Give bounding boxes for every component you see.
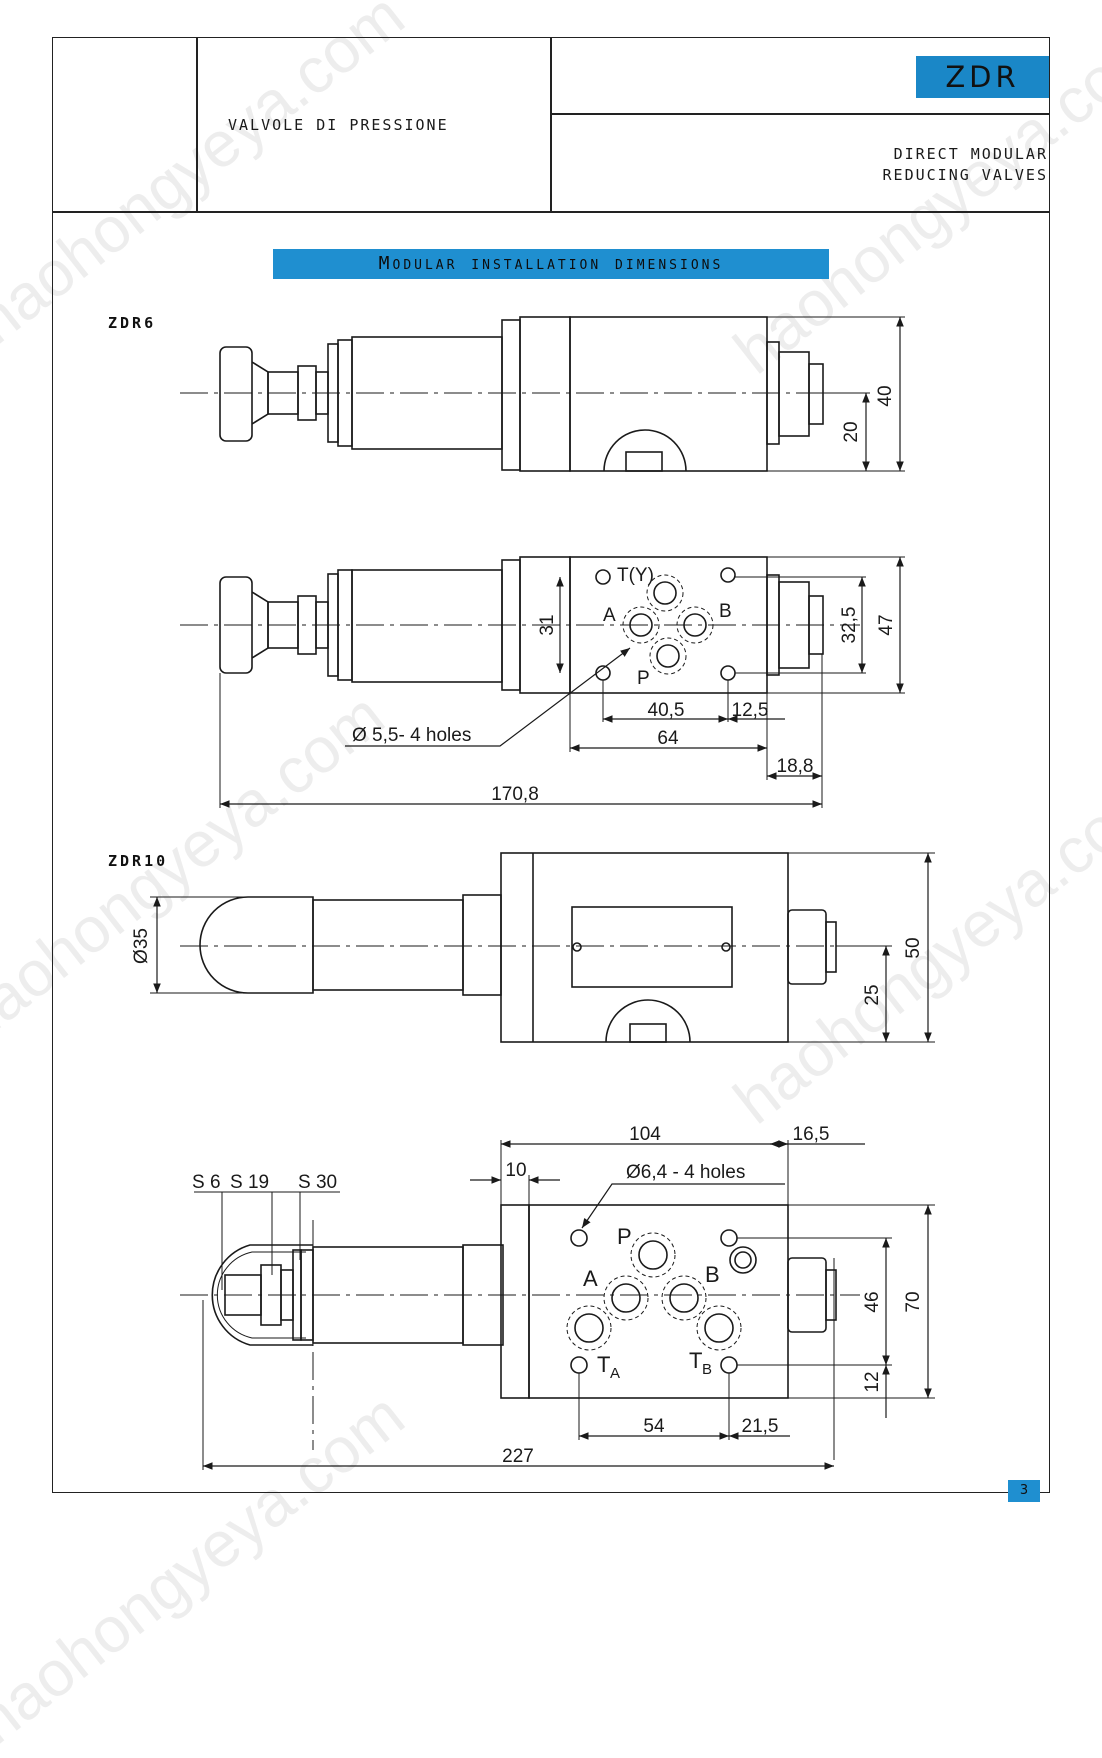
category-title: VALVOLE DI PRESSIONE xyxy=(228,116,449,134)
zdr6-dim-32-5: 32,5 xyxy=(839,607,860,644)
zdr6-dim-12-5: 12,5 xyxy=(732,700,769,721)
zdr6-dim-64: 64 xyxy=(657,728,679,749)
header-divider xyxy=(196,37,198,212)
zdr10-dim-s19: S 19 xyxy=(230,1172,269,1193)
zdr6-label: ZDR6 xyxy=(108,314,157,332)
zdr6-holes-callout: Ø 5,5- 4 holes xyxy=(352,725,471,746)
zdr10-dim-s6: S 6 xyxy=(192,1172,221,1193)
zdr6-port-t: T(Y) xyxy=(617,565,654,586)
zdr6-dim-18-8: 18,8 xyxy=(777,756,814,777)
zdr10-dim-46: 46 xyxy=(862,1291,883,1312)
zdr10-port-a: A xyxy=(583,1266,598,1291)
zdr10-top-view xyxy=(180,1140,935,1470)
zdr6-dim-31: 31 xyxy=(537,614,558,635)
subtitle-line-1: DIRECT MODULAR xyxy=(893,145,1048,163)
zdr6-dim-170-8: 170,8 xyxy=(491,784,539,805)
zdr10-port-ta-sub: A xyxy=(610,1365,620,1382)
zdr10-port-tb-sub: B xyxy=(702,1361,712,1378)
zdr10-label: ZDR10 xyxy=(108,852,169,870)
zdr6-side-view xyxy=(180,316,905,472)
zdr6-dim-20: 20 xyxy=(841,421,862,442)
zdr10-dim-21-5: 21,5 xyxy=(742,1416,779,1437)
zdr10-dim-d35: Ø35 xyxy=(131,928,152,964)
zdr10-port-tb: T xyxy=(689,1348,702,1373)
zdr10-port-b: B xyxy=(705,1262,720,1287)
brand-badge: ZDR xyxy=(916,56,1049,98)
zdr6-port-b: B xyxy=(719,601,732,622)
zdr10-dim-70: 70 xyxy=(903,1291,924,1312)
section-title: Modular installation dimensions xyxy=(273,249,829,279)
technical-drawing: 40 20 xyxy=(131,316,935,1470)
zdr6-port-a: A xyxy=(603,605,616,626)
subtitle-line-2: REDUCING VALVES xyxy=(882,166,1048,184)
zdr10-dim-50: 50 xyxy=(903,937,924,958)
zdr6-top-view xyxy=(180,556,905,808)
header-mid-rule xyxy=(550,113,1050,115)
zdr10-dim-227: 227 xyxy=(502,1446,534,1467)
zdr10-side-view xyxy=(150,852,935,1043)
header-divider xyxy=(550,37,552,212)
zdr10-dim-54: 54 xyxy=(643,1416,665,1437)
zdr6-dim-40: 40 xyxy=(875,385,896,406)
zdr10-dim-104: 104 xyxy=(629,1124,661,1145)
zdr10-holes-callout: Ø6,4 - 4 holes xyxy=(626,1162,745,1183)
zdr10-dim-16-5: 16,5 xyxy=(793,1124,830,1145)
zdr10-port-ta: T xyxy=(597,1352,610,1377)
zdr10-dim-25: 25 xyxy=(862,984,883,1005)
zdr6-dim-40-5: 40,5 xyxy=(648,700,685,721)
zdr10-dim-10: 10 xyxy=(505,1160,526,1181)
zdr6-port-p: P xyxy=(637,668,650,689)
zdr10-port-p: P xyxy=(617,1224,632,1249)
zdr10-dim-s30: S 30 xyxy=(298,1172,337,1193)
zdr6-dim-47: 47 xyxy=(876,614,897,635)
zdr10-dim-12: 12 xyxy=(862,1371,883,1392)
page-number: 3 xyxy=(1008,1480,1040,1502)
